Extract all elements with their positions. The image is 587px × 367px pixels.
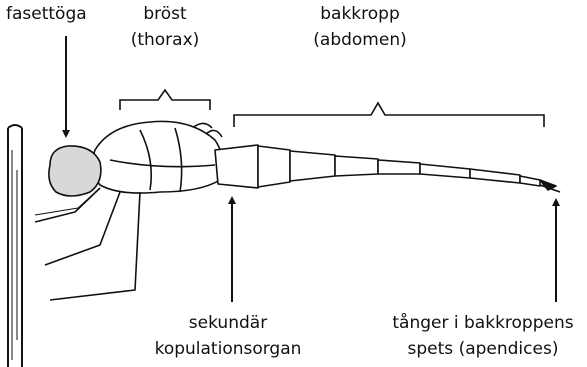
abdomen-label-line1: bakkropp xyxy=(305,4,415,25)
thorax-label-line2: (thorax) xyxy=(110,30,220,51)
thorax-label-line1: bröst xyxy=(110,4,220,25)
abdomen-bracket xyxy=(234,103,544,127)
plant-stem xyxy=(8,125,22,367)
thorax-bracket xyxy=(120,90,210,110)
appendages-label-line1: tånger i bakkroppens xyxy=(383,313,583,334)
abdomen-label-line2: (abdomen) xyxy=(305,30,415,51)
dragonfly-body xyxy=(35,121,560,300)
secondary-organ-label-line1: sekundär xyxy=(138,313,318,334)
compound-eye-label: fasettöga xyxy=(6,4,87,25)
compound-eye xyxy=(49,146,101,196)
secondary-organ-label-line2: kopulationsorgan xyxy=(138,339,318,360)
appendages-label-line2: spets (apendices) xyxy=(383,339,583,360)
